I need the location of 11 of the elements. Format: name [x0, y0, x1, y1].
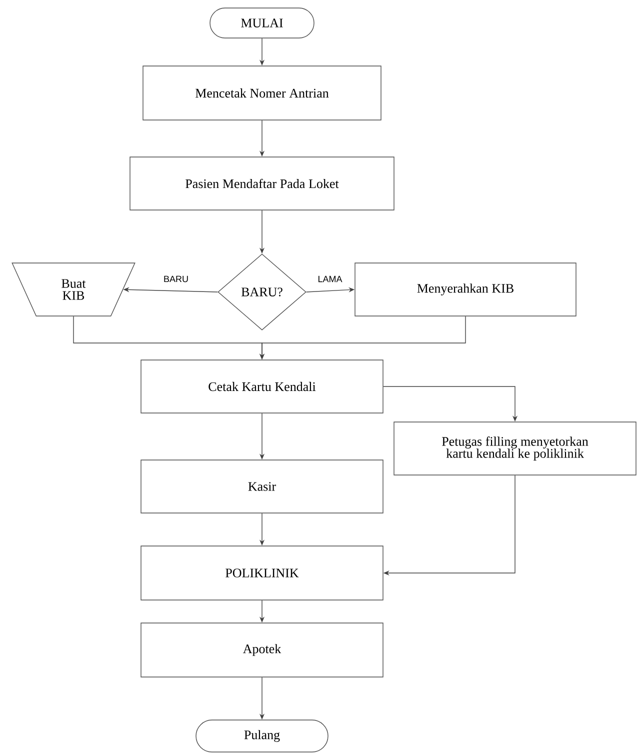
- process-box: POLIKLINIK: [140, 546, 384, 600]
- process-box: Petugas filling menyetorkan kartu kendali ke poliklinik: [394, 422, 636, 476]
- end-terminator: Pulang: [196, 720, 328, 752]
- process-box: Pasien Mendaftar Pada Loket: [130, 156, 394, 210]
- process-box: Menyerahkan KIB: [354, 262, 576, 316]
- process-box: Mencetak Nomer Antrian: [142, 66, 382, 120]
- start-terminator: MULAI: [210, 8, 314, 38]
- manual-operation-trapezoid: Buat KIB: [12, 262, 136, 316]
- process-box: Cetak Kartu Kendali: [140, 360, 384, 414]
- process-box: Kasir: [140, 460, 384, 514]
- process-box: Apotek: [140, 622, 384, 678]
